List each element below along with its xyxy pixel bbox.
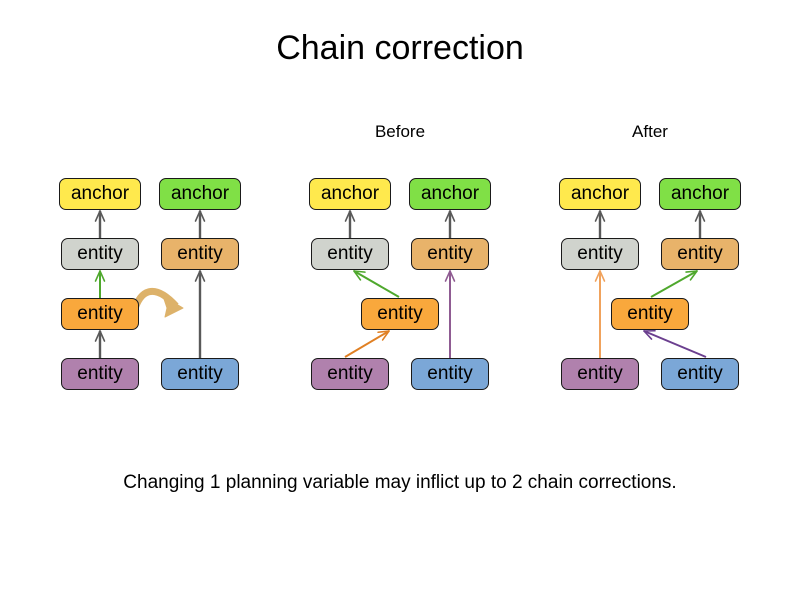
node-p1-entity-a2[interactable]: entity: [61, 298, 139, 330]
node-label: anchor: [420, 183, 480, 204]
node-p2-entity-b3[interactable]: entity: [411, 358, 489, 390]
arrow-p1-b3-to-b1: [194, 270, 206, 358]
node-label: entity: [177, 243, 223, 264]
node-label: entity: [77, 243, 123, 264]
node-label: entity: [677, 363, 723, 384]
node-p3-entity-a1[interactable]: entity: [561, 238, 639, 270]
node-label: entity: [427, 363, 473, 384]
node-p2-entity-a3[interactable]: entity: [311, 358, 389, 390]
node-label: entity: [677, 243, 723, 264]
node-label: anchor: [70, 183, 130, 204]
node-label: entity: [627, 303, 673, 324]
node-p1-anchor-a[interactable]: anchor: [59, 178, 141, 210]
slide-caption: Changing 1 planning variable may inflict…: [123, 472, 677, 493]
arrow-p3-b1-to-anchor: [694, 210, 706, 238]
arrow-p1-move-curve: [130, 287, 184, 318]
panel-label-before: Before: [374, 122, 426, 141]
page-title: Chain correction: [276, 29, 524, 67]
node-label: entity: [427, 243, 473, 264]
node-label: entity: [77, 363, 123, 384]
arrow-p1-b1-to-anchor: [194, 210, 206, 238]
node-p2-anchor-a[interactable]: anchor: [309, 178, 391, 210]
node-label: anchor: [670, 183, 730, 204]
arrow-p3-b3-to-mid: [643, 329, 707, 358]
node-p1-entity-b1[interactable]: entity: [161, 238, 239, 270]
node-p2-entity-a1[interactable]: entity: [311, 238, 389, 270]
arrow-p2-b3-to-b1: [444, 270, 456, 358]
node-label: entity: [577, 243, 623, 264]
node-p3-entity-a3[interactable]: entity: [561, 358, 639, 390]
node-label: entity: [327, 243, 373, 264]
node-p1-entity-a3[interactable]: entity: [61, 358, 139, 390]
arrow-p1-a3-to-a2: [94, 330, 106, 358]
node-p1-anchor-b[interactable]: anchor: [159, 178, 241, 210]
node-label: entity: [177, 363, 223, 384]
arrow-p1-a1-to-anchor: [94, 210, 106, 238]
node-p1-entity-a1[interactable]: entity: [61, 238, 139, 270]
node-p3-entity-mid[interactable]: entity: [611, 298, 689, 330]
panel-label-after: After: [632, 122, 668, 141]
arrow-p2-b1-to-anchor: [444, 210, 456, 238]
node-label: entity: [377, 303, 423, 324]
node-label: anchor: [170, 183, 230, 204]
node-p3-anchor-a[interactable]: anchor: [559, 178, 641, 210]
node-label: entity: [327, 363, 373, 384]
node-p2-anchor-b[interactable]: anchor: [409, 178, 491, 210]
arrow-p3-a1-to-anchor: [594, 210, 606, 238]
node-p1-entity-b3[interactable]: entity: [161, 358, 239, 390]
node-p3-entity-b3[interactable]: entity: [661, 358, 739, 390]
node-p2-entity-b1[interactable]: entity: [411, 238, 489, 270]
arrow-p3-mid-to-b1: [650, 270, 698, 298]
arrow-p2-mid-to-a1: [353, 270, 400, 298]
node-label: anchor: [570, 183, 630, 204]
node-p2-entity-mid[interactable]: entity: [361, 298, 439, 330]
node-p3-entity-b1[interactable]: entity: [661, 238, 739, 270]
node-p3-anchor-b[interactable]: anchor: [659, 178, 741, 210]
arrow-p2-a3-to-mid: [344, 330, 390, 358]
node-label: entity: [577, 363, 623, 384]
arrow-p2-a1-to-anchor: [344, 210, 356, 238]
arrow-p3-a3-to-a1: [594, 270, 606, 358]
node-label: anchor: [320, 183, 380, 204]
arrow-p1-a2-to-a1: [94, 270, 106, 298]
node-label: entity: [77, 303, 123, 324]
